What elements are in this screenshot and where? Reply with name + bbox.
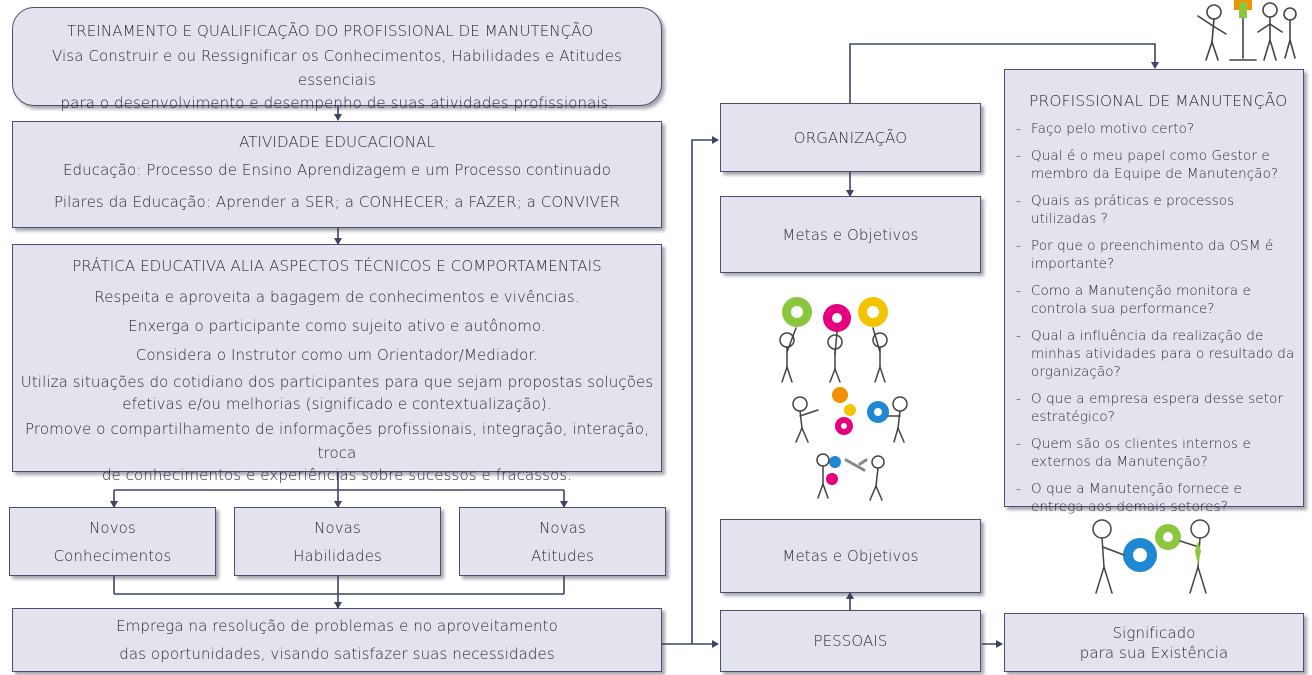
professional-questions: Faço pelo motivo certo? Qual é o meu pap… [1009,120,1295,516]
question-item: Como a Manutenção monitora e controla su… [1016,282,1295,318]
training-line-2: para o desenvolvimento e desempenho de s… [60,94,614,112]
meaning-line-1: Significado [1112,623,1196,642]
outcome-skills-box: Novas Habilidades [234,507,441,576]
apply-box: Emprega na resolução de problemas e no a… [12,608,662,672]
practice-box: PRÁTICA EDUCATIVA ALIA ASPECTOS TÉCNICOS… [12,244,662,484]
question-item: Quais as práticas e processos utilizadas… [1016,192,1295,228]
practice-title: PRÁTICA EDUCATIVA ALIA ASPECTOS TÉCNICOS… [72,257,602,275]
outcome-knowledge-line-1: Novos [89,518,136,537]
question-item: Qual é o meu papel como Gestor e membro … [1016,147,1295,183]
practice-item-4: Utiliza situações do cotidiano dos parti… [20,373,654,391]
personal-box: PESSOAIS [720,610,981,672]
educational-line-2: Pilares da Educação: Aprender a SER; a C… [54,193,620,211]
outcome-attitudes-line-1: Novas [539,518,586,537]
outcome-skills-line-2: Habilidades [293,546,382,565]
practice-item-6: Promove o compartilhamento de informaçõe… [25,420,649,462]
organization-label: ORGANIZAÇÃO [793,128,908,147]
outcome-knowledge-box: Novos Conhecimentos [9,507,216,576]
meaning-box: Significado para sua Existência [1004,613,1304,672]
outcome-skills-line-1: Novas [314,518,361,537]
training-title: TREINAMENTO E QUALIFICAÇÃO DO PROFISSION… [67,22,594,40]
people-with-signpost-icon [1197,0,1297,61]
practice-item-3: Considera o Instrutor como um Orientador… [135,346,539,364]
apply-line-2: das oportunidades, visando satisfazer su… [119,645,555,663]
question-item: O que a Manutenção fornece e entrega aos… [1016,480,1295,516]
personal-goals-label: Metas e Objetivos [782,547,919,565]
org-goals-label: Metas e Objetivos [782,225,919,244]
question-item: Quem são os clientes internos e externos… [1016,435,1295,471]
apply-line-1: Emprega na resolução de problemas e no a… [116,617,558,635]
meaning-line-2: para sua Existência [1079,643,1229,662]
training-box: TREINAMENTO E QUALIFICAÇÃO DO PROFISSION… [12,7,662,112]
educational-line-1: Educação: Processo de Ensino Aprendizage… [62,161,612,179]
educational-title: ATIVIDADE EDUCACIONAL [239,133,435,151]
professional-box: PROFISSIONAL DE MANUTENÇÃO Faço pelo mot… [1004,69,1304,515]
outcome-attitudes-line-2: Atitudes [531,546,594,565]
practice-item-2: Enxerga o participante como sujeito ativ… [128,317,546,335]
question-item: O que a empresa espera desse setor estra… [1016,390,1295,426]
organization-box: ORGANIZAÇÃO [720,103,981,172]
educational-box: ATIVIDADE EDUCACIONAL Educação: Processo… [12,121,662,228]
practice-item-1: Respeita e aproveita a bagagem de conhec… [94,288,580,306]
people-with-gears-icon [779,297,908,501]
professional-title: PROFISSIONAL DE MANUTENÇÃO [1029,92,1288,110]
question-item: Faço pelo motivo certo? [1016,120,1295,138]
two-people-holding-gears-icon [1092,519,1210,594]
arrow-apply-to-organization [662,136,719,645]
org-goals-box: Metas e Objetivos [720,196,981,273]
outcome-attitudes-box: Novas Atitudes [459,507,666,576]
question-item: Qual a influência da realização de minha… [1016,327,1295,381]
personal-goals-box: Metas e Objetivos [720,519,981,593]
arrow-organization-to-professional [849,43,1159,103]
practice-item-5: efetivas e/ou melhorias (significado e c… [122,395,552,413]
training-line-1: Visa Construir e ou Ressignificar os Con… [52,47,622,89]
personal-label: PESSOAIS [813,632,888,650]
practice-item-7: de conhecimentos e experiências sobre su… [101,466,573,484]
question-item: Por que o preenchimento da OSM é importa… [1016,237,1295,273]
outcome-knowledge-line-2: Conhecimentos [53,546,172,565]
